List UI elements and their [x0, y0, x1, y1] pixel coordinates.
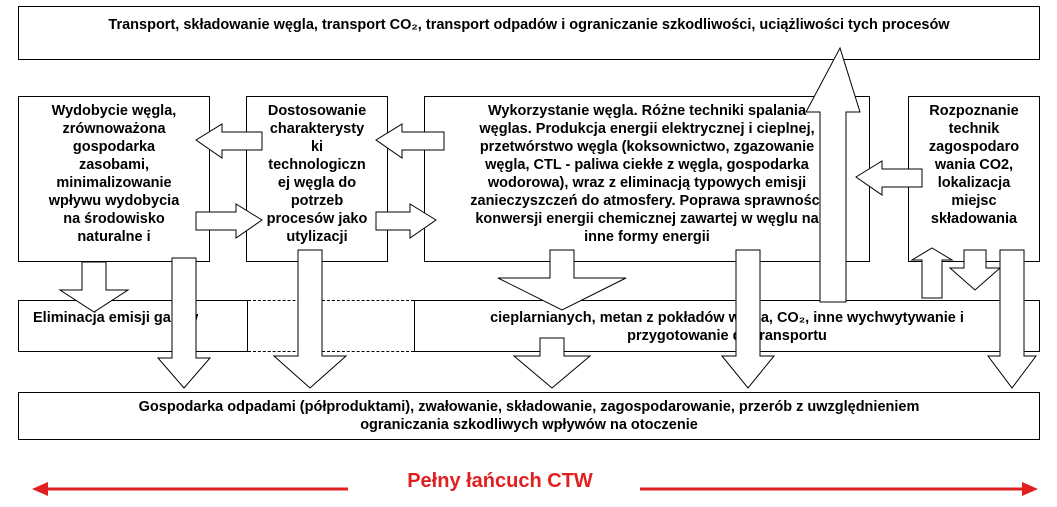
arrow-down-wide: [497, 249, 627, 311]
arrow-right-1: [195, 203, 263, 239]
cieplarnianych-box: cieplarnianych, metan z pokładów węgla, …: [414, 300, 1040, 352]
footer-arrow-left-head: [32, 482, 48, 496]
arrow-down-wykorzystanie: [720, 249, 776, 389]
arrow-right-2: [375, 203, 437, 239]
dostosowanie-box: Dostosowanie charakterysty ki technologi…: [246, 96, 388, 262]
footer-arrow-right-head: [1022, 482, 1038, 496]
rozpoznanie-text: Rozpoznanie technik zagospodaro wania CO…: [928, 103, 1020, 227]
arrow-down-rozpoznanie: [948, 249, 1002, 291]
rozpoznanie-box: Rozpoznanie technik zagospodaro wania CO…: [908, 96, 1040, 262]
arrow-down-rozpoznanie-long: [987, 249, 1037, 389]
wykorzystanie-text: Wykorzystanie węgla. Różne techniki spal…: [470, 103, 824, 245]
arrow-up-transport: [805, 46, 861, 303]
arrow-left-2: [375, 123, 445, 159]
wykorzystanie-box: Wykorzystanie węgla. Różne techniki spal…: [424, 96, 870, 262]
arrow-down-dostosowanie: [272, 249, 348, 389]
arrow-left-1: [195, 123, 263, 159]
arrow-down-wydobycie-long: [156, 257, 212, 389]
eliminacja-box: Eliminacja emisji gazów: [18, 300, 248, 352]
wydobycie-box: Wydobycie węgla, zrównoważona gospodarka…: [18, 96, 210, 262]
transport-text: Transport, składowanie węgla, transport …: [108, 17, 950, 33]
arrow-left-3: [855, 160, 923, 196]
wydobycie-text: Wydobycie węgla, zrównoważona gospodarka…: [48, 103, 180, 245]
arrow-up-rozpoznanie: [910, 247, 954, 299]
arrow-down-emission: [512, 337, 592, 389]
gospodarka-text: Gospodarka odpadami (półproduktami), zwa…: [138, 399, 920, 433]
arrow-down-wydobycie: [58, 261, 130, 313]
dashed-connector: [248, 300, 414, 352]
gospodarka-box: Gospodarka odpadami (półproduktami), zwa…: [18, 392, 1040, 440]
transport-box: Transport, składowanie węgla, transport …: [18, 6, 1040, 60]
dostosowanie-text: Dostosowanie charakterysty ki technologi…: [266, 103, 368, 245]
footer-title: Pełny łańcuch CTW: [407, 470, 593, 492]
